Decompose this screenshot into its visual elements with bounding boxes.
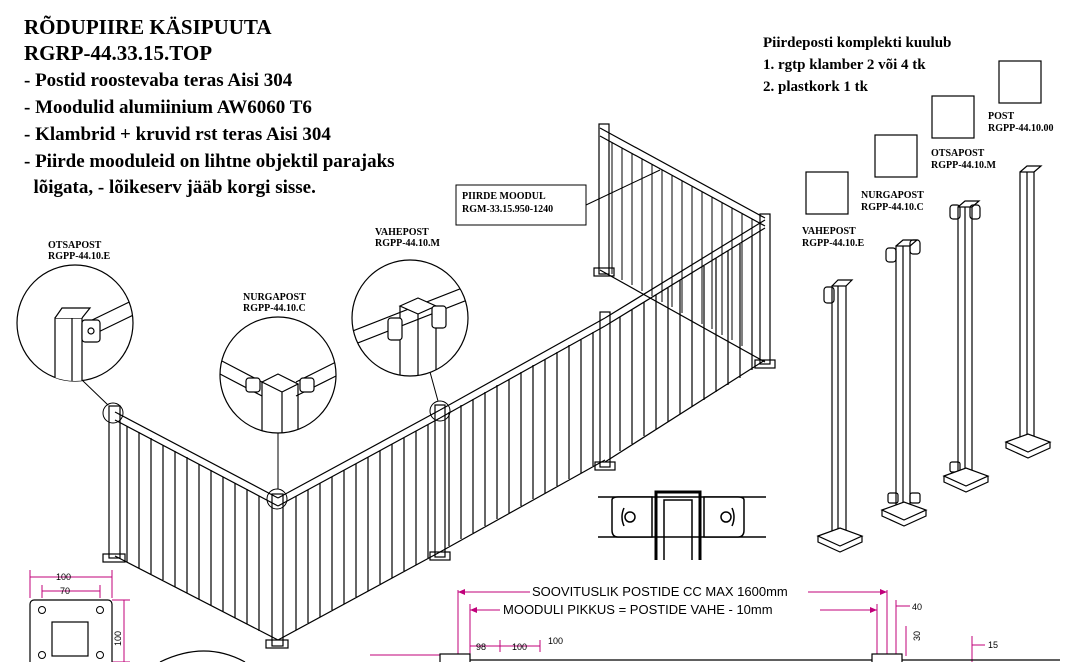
dim-100v: 100 [113, 631, 123, 646]
cap-box-plain [998, 60, 1042, 104]
post-end-code: RGPP-44.10.E [802, 238, 865, 249]
dim-40: 40 [912, 602, 922, 612]
post-end-name: VAHEPOST [802, 226, 856, 237]
post-middle [942, 200, 990, 493]
parts-posts [805, 60, 1052, 553]
dim-30: 30 [912, 631, 922, 641]
fence-left-section [102, 405, 279, 641]
feature-1: - Postid roostevaba teras Aisi 304 [24, 70, 293, 91]
fence-back-section [593, 123, 776, 369]
post-plain-code: RGPP-44.10.00 [988, 123, 1054, 134]
cap-box-middle [931, 95, 975, 139]
corner-post-marker [266, 488, 288, 510]
fence-isometric [102, 123, 776, 649]
feature-2: - Moodulid alumiinium AW6060 T6 [24, 97, 312, 118]
post-middle-code: RGPP-44.10.M [931, 160, 996, 171]
fence-front-section [429, 317, 606, 561]
dim-100: 100 [56, 572, 71, 582]
clamp-detail [598, 490, 766, 560]
fence-right-section [594, 219, 766, 471]
post-plain-name: POST [988, 111, 1015, 122]
end-post-marker [102, 402, 124, 424]
post-corner [880, 239, 928, 527]
kit-title: Piirdeposti komplekti kuulub [763, 35, 952, 51]
cap-box-end [805, 171, 849, 215]
dim-15: 15 [988, 640, 998, 650]
detail-middle-code: RGPP-44.10.M [375, 238, 440, 249]
post-corner-code: RGPP-44.10.C [861, 202, 924, 213]
post-middle-name: OTSAPOST [931, 148, 985, 159]
product-code: RGRP-44.33.15.TOP [24, 41, 213, 65]
detail-middle-post [351, 259, 469, 377]
dimension-drawing: SOOVITUSLIK POSTIDE CC MAX 1600mm MOODUL… [56, 572, 1060, 662]
detail-corner-name: NURGAPOST [243, 292, 306, 303]
detail-end-post [16, 264, 134, 382]
dim-cc-max: SOOVITUSLIK POSTIDE CC MAX 1600mm [532, 584, 788, 599]
detail-middle-name: VAHEPOST [375, 227, 429, 238]
module-label-box [455, 184, 587, 226]
middle-post-marker [429, 400, 451, 422]
dim-70: 70 [60, 586, 70, 596]
dim-100c: 100 [548, 636, 563, 646]
module-label-code: RGM-33.15.950-1240 [462, 204, 554, 215]
cap-box-corner [874, 134, 918, 178]
detail-corner-code: RGPP-44.10.C [243, 303, 306, 314]
detail-end-name: OTSAPOST [48, 240, 102, 251]
dim-98: 98 [476, 642, 486, 652]
kit-item-2: 2. plastkork 1 tk [763, 79, 869, 95]
dim-100b: 100 [512, 642, 527, 652]
detail-corner-post [219, 316, 337, 434]
dim-module-length: MOODULI PIKKUS = POSTIDE VAHE - 10mm [503, 602, 773, 617]
feature-3: - Klambrid + kruvid rst teras Aisi 304 [24, 124, 331, 145]
fence-front-left-section [265, 409, 441, 649]
detail-end-code: RGPP-44.10.E [48, 251, 111, 262]
feature-5: lõigata, - lõikeserv jääb korgi sisse. [24, 177, 316, 198]
post-corner-name: NURGAPOST [861, 190, 924, 201]
post-end [816, 279, 864, 553]
module-label-name: PIIRDE MOODUL [462, 191, 546, 202]
kit-item-1: 1. rgtp klamber 2 või 4 tk [763, 57, 926, 73]
page-title: RÕDUPIIRE KÄSIPUUTA [24, 15, 272, 39]
post-plain [1004, 165, 1052, 459]
feature-4: - Piirde mooduleid on lihtne objektil pa… [24, 151, 395, 172]
base-plate-drawing [29, 570, 246, 662]
